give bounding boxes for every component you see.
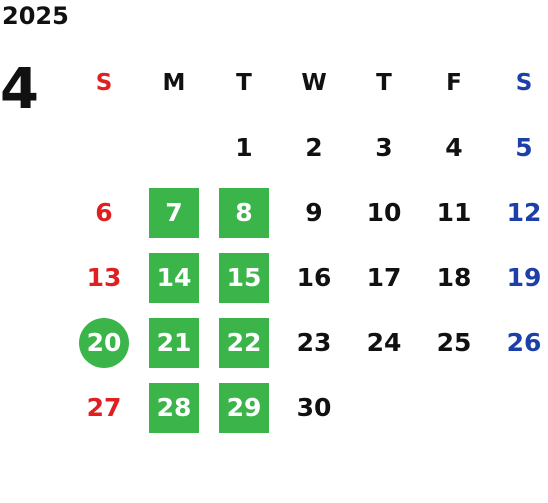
day-number: 28 (149, 382, 199, 433)
day-cell-6[interactable]: 6 (69, 180, 139, 245)
day-cell-1[interactable]: 1 (209, 115, 279, 180)
weekday-header-thu: T (376, 69, 392, 96)
day-cell-15-marked[interactable]: 15 (209, 245, 279, 310)
day-number: 3 (375, 133, 393, 162)
day-number: 12 (506, 198, 542, 227)
day-number: 13 (86, 263, 122, 292)
day-cell-2[interactable]: 2 (279, 115, 349, 180)
day-cell-19[interactable]: 19 (489, 245, 548, 310)
day-number: 14 (149, 252, 199, 303)
day-number: 22 (219, 317, 269, 368)
day-cell-21-marked[interactable]: 21 (139, 310, 209, 375)
day-number: 29 (219, 382, 269, 433)
day-cell-27[interactable]: 27 (69, 375, 139, 440)
day-cell-3[interactable]: 3 (349, 115, 419, 180)
weekday-header-sat: S (515, 69, 533, 96)
year-label: 2025 (2, 2, 69, 30)
day-cell-20-today[interactable]: 20 (69, 310, 139, 375)
day-cell-26[interactable]: 26 (489, 310, 548, 375)
day-cell-24[interactable]: 24 (349, 310, 419, 375)
day-cell-18[interactable]: 18 (419, 245, 489, 310)
day-number: 21 (149, 317, 199, 368)
day-cell-13[interactable]: 13 (69, 245, 139, 310)
month-label: 4 (0, 57, 39, 122)
day-cell-8-marked[interactable]: 8 (209, 180, 279, 245)
day-cell-30[interactable]: 30 (279, 375, 349, 440)
day-number: 6 (95, 198, 113, 227)
day-number: 1 (235, 133, 253, 162)
day-cell-29-marked[interactable]: 29 (209, 375, 279, 440)
day-number: 11 (436, 198, 472, 227)
day-number: 16 (296, 263, 332, 292)
weekday-header-sun: S (95, 69, 113, 96)
day-cell-25[interactable]: 25 (419, 310, 489, 375)
day-cell-11[interactable]: 11 (419, 180, 489, 245)
day-cell-17[interactable]: 17 (349, 245, 419, 310)
day-number: 15 (219, 252, 269, 303)
day-number: 2 (305, 133, 323, 162)
day-cell-28-marked[interactable]: 28 (139, 375, 209, 440)
day-cell-14-marked[interactable]: 14 (139, 245, 209, 310)
day-cell-7-marked[interactable]: 7 (139, 180, 209, 245)
weekday-header-fri: F (446, 69, 462, 96)
day-number: 8 (219, 187, 269, 238)
day-cell-10[interactable]: 10 (349, 180, 419, 245)
weekday-header-mon: M (162, 69, 186, 96)
day-number: 4 (445, 133, 463, 162)
day-number: 23 (296, 328, 332, 357)
day-cell-4[interactable]: 4 (419, 115, 489, 180)
day-number: 30 (296, 393, 332, 422)
day-cell-12[interactable]: 12 (489, 180, 548, 245)
weekday-header-wed: W (301, 69, 327, 96)
day-number: 26 (506, 328, 542, 357)
day-number: 27 (86, 393, 122, 422)
day-number: 19 (506, 263, 542, 292)
day-cell-22-marked[interactable]: 22 (209, 310, 279, 375)
day-cell-23[interactable]: 23 (279, 310, 349, 375)
day-number: 18 (436, 263, 472, 292)
day-number: 17 (366, 263, 402, 292)
day-number: 10 (366, 198, 402, 227)
weekday-header-tue: T (236, 69, 252, 96)
day-number: 24 (366, 328, 402, 357)
day-number: 20 (79, 317, 129, 368)
day-cell-5[interactable]: 5 (489, 115, 548, 180)
day-number: 9 (305, 198, 323, 227)
day-number: 7 (149, 187, 199, 238)
day-number: 25 (436, 328, 472, 357)
day-number: 5 (515, 133, 533, 162)
day-cell-9[interactable]: 9 (279, 180, 349, 245)
day-cell-16[interactable]: 16 (279, 245, 349, 310)
